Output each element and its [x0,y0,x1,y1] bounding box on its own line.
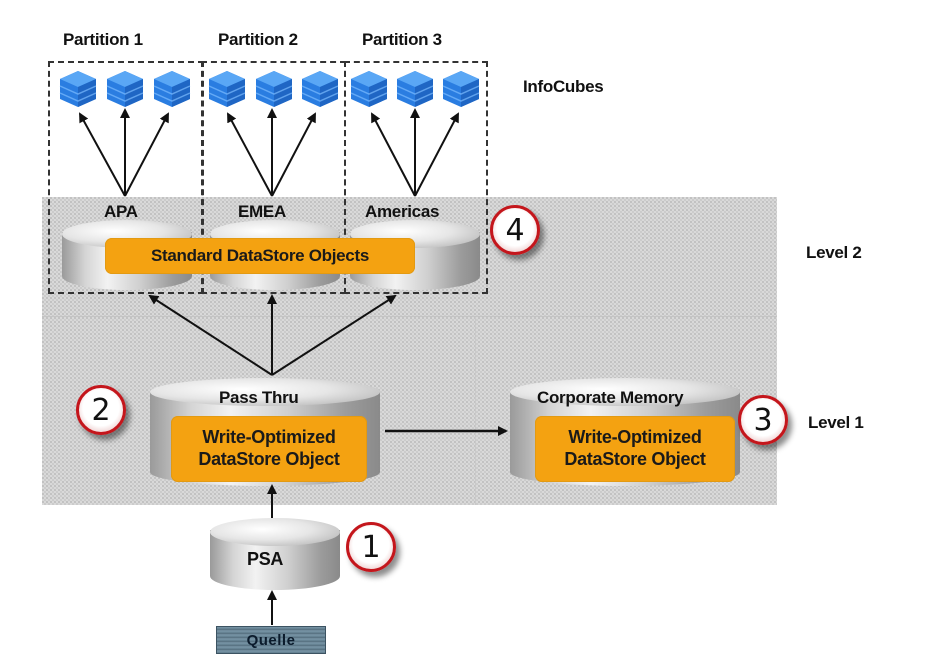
level-1-label: Level 1 [808,413,864,432]
standard-dso-label: Standard DataStore Objects [105,238,415,274]
infocube-icon [105,69,145,109]
arrow-emea-to-cube-3 [271,112,316,197]
infocube-icon [441,69,481,109]
arrow-americas-to-cube-1 [371,112,416,197]
region-americas-label: Americas [365,202,440,221]
step-3-badge: 3 [738,395,788,445]
region-emea-label: EMEA [238,202,286,221]
corporate-memory-dso-box: Write-Optimized DataStore Object [535,416,735,482]
infocube-icon [395,69,435,109]
infocube-icon [254,69,294,109]
level-1-column-divider [475,317,476,505]
infocube-icon [152,69,192,109]
arrow-apa-to-cube-3 [124,112,169,197]
infocube-icon [300,69,340,109]
source-quelle-box: Quelle [216,626,326,654]
partition-3-box [344,61,488,294]
region-apa-label: APA [104,202,138,221]
arrow-passthru-to-americas [271,294,397,376]
partition-1-label: Partition 1 [63,30,143,49]
pass-thru-title: Pass Thru [219,388,299,407]
level-2-label: Level 2 [806,243,862,262]
infocube-icon [58,69,98,109]
arrow-passthru-to-apa [148,294,273,376]
arrow-emea-to-cube-1 [227,112,273,197]
psa-label: PSA [247,549,284,569]
corporate-memory-line-1: Write-Optimized [568,427,702,447]
pass-thru-dso-box: Write-Optimized DataStore Object [171,416,367,482]
pass-thru-line-2: DataStore Object [198,449,340,469]
level-divider [42,316,777,317]
step-1-badge: 1 [346,522,396,572]
corporate-memory-line-2: DataStore Object [564,449,706,469]
step-4-badge: 4 [490,205,540,255]
partition-2-label: Partition 2 [218,30,298,49]
infocube-icon [349,69,389,109]
partition-1-box [48,61,204,294]
psa-cylinder [210,518,340,590]
infocubes-label: InfoCubes [523,77,604,96]
arrow-apa-to-cube-1 [79,112,126,197]
partition-3-label: Partition 3 [362,30,442,49]
corporate-memory-title: Corporate Memory [537,388,684,407]
arrow-americas-to-cube-3 [414,112,459,197]
pass-thru-line-1: Write-Optimized [202,427,336,447]
infocube-icon [207,69,247,109]
step-2-badge: 2 [76,385,126,435]
